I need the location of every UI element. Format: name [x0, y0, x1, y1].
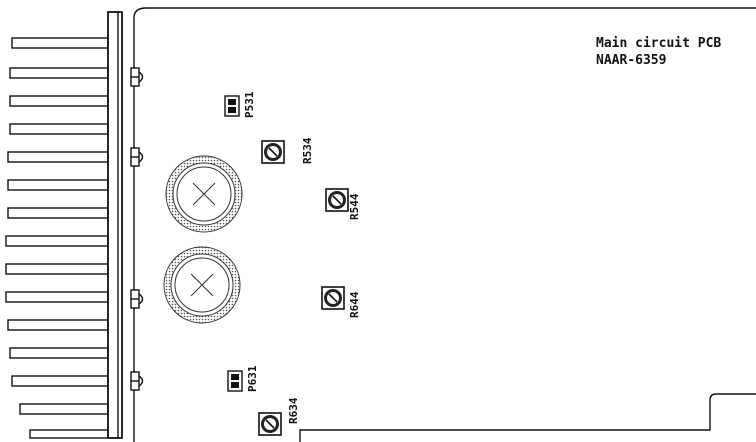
fin: [9, 123, 109, 135]
board-part-number: NAAR-6359: [596, 53, 666, 68]
heat-sink-fins: [5, 37, 109, 439]
capacitor-upper: [165, 155, 243, 233]
label-r644: R644: [348, 291, 361, 318]
fin: [7, 151, 109, 163]
fin: [5, 291, 109, 303]
transistor-clip: [130, 67, 144, 87]
label-p631: P631: [246, 365, 259, 392]
fin: [29, 429, 109, 439]
fin: [9, 347, 109, 359]
fin: [7, 319, 109, 331]
fin: [5, 235, 109, 247]
transistor-clip: [130, 147, 144, 167]
fin: [5, 263, 109, 275]
trimmer-r534: R534: [261, 137, 314, 164]
fin: [19, 403, 109, 415]
fin: [9, 95, 109, 107]
fin: [11, 375, 109, 387]
connector-p631: P631: [227, 365, 259, 392]
transistor-clip: [130, 371, 144, 391]
trimmer-r644: R644: [321, 286, 361, 318]
trimmer-r544: R544: [325, 188, 361, 220]
label-r634: R634: [287, 397, 300, 424]
fin: [11, 37, 109, 49]
heat-sink-base: [107, 11, 123, 439]
transistor-clip: [130, 289, 144, 309]
fin: [7, 207, 109, 219]
trimmer-r634: R634: [258, 397, 300, 436]
capacitor-lower: [163, 246, 241, 324]
label-p531: P531: [243, 91, 256, 118]
board-title: Main circuit PCB: [596, 36, 721, 51]
board-cutout: [299, 393, 756, 442]
fin: [7, 179, 109, 191]
label-r544: R544: [348, 193, 361, 220]
connector-p531: P531: [224, 91, 256, 118]
label-r534: R534: [301, 137, 314, 164]
board-outline: [133, 7, 756, 442]
fin: [9, 67, 109, 79]
transistor-clips: [130, 67, 144, 391]
